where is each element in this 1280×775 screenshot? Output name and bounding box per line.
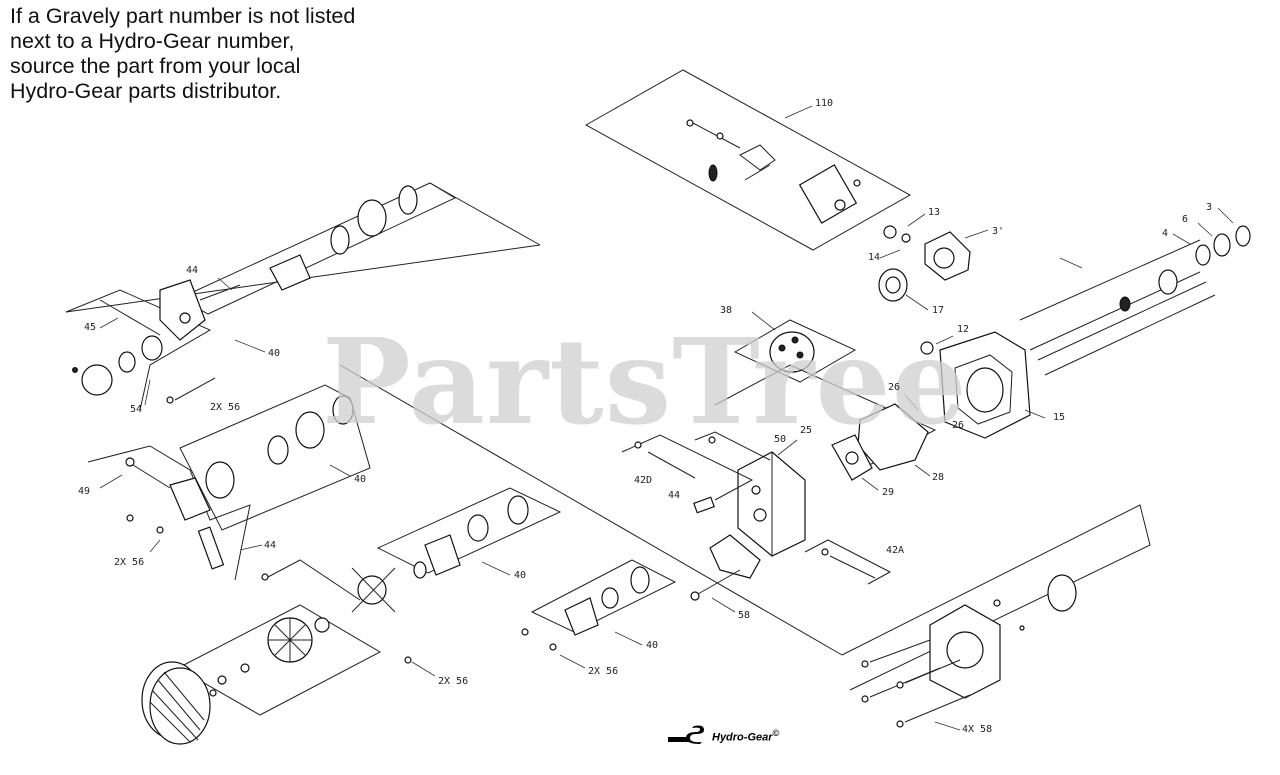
callout-6: 6 (1182, 214, 1189, 225)
motor-group-40-upper (178, 182, 457, 353)
input-shaft-assembly (1019, 207, 1251, 376)
callout-17: 17 (932, 305, 945, 316)
callout-14: 14 (868, 252, 881, 263)
callout-50: 50 (774, 434, 787, 445)
callout-110: 110 (815, 98, 834, 109)
hydro-gear-logo: Hydro-Gear© (668, 722, 808, 748)
fan-guard (141, 661, 217, 745)
note-line-2: next to a Hydro-Gear number, (10, 29, 295, 53)
bearing-17 (878, 268, 929, 311)
callout-2x56-fan: 2X 56 (438, 676, 469, 687)
callout-3-prime: 3' (992, 226, 1005, 237)
callout-58: 58 (738, 610, 751, 621)
note-line-3: source the part from your local (10, 54, 301, 78)
bracket-group-44-45 (65, 277, 241, 411)
hydro-gear-logo-mark (668, 725, 704, 744)
callout-2x56-upper: 2X 56 (210, 402, 241, 413)
valve-plate-29 (831, 434, 879, 491)
callout-44-center: 44 (668, 490, 681, 501)
center-section-25 (621, 431, 892, 585)
callout-29: 29 (882, 487, 895, 498)
motor-group-40-lower (521, 559, 677, 669)
motor-group-40-middle (179, 384, 371, 531)
callout-45: 45 (84, 322, 97, 333)
callout-2x56-lower: 2X 56 (588, 666, 619, 677)
callout-4: 4 (1162, 228, 1169, 239)
trunnion-cover-3 (924, 229, 989, 281)
callout-13: 13 (928, 207, 941, 218)
cooling-fan-assembly (176, 559, 436, 716)
callout-38: 38 (720, 305, 733, 316)
main-housing-15 (920, 331, 1046, 439)
note-line-1: If a Gravely part number is not listed (10, 4, 356, 28)
callout-49: 49 (78, 486, 91, 497)
callout-28: 28 (932, 472, 945, 483)
callout-26-upper: 26 (888, 382, 901, 393)
pivot-parts-13-14 (879, 213, 926, 259)
callout-44-lower: 44 (264, 540, 277, 551)
callout-54: 54 (130, 404, 143, 415)
callout-25: 25 (800, 425, 813, 436)
callout-15: 15 (1053, 412, 1066, 423)
sourcing-note: If a Gravely part number is not listed n… (10, 4, 430, 104)
callout-3: 3 (1206, 202, 1213, 213)
callout-40-center: 40 (514, 570, 527, 581)
note-line-4: Hydro-Gear parts distributor. (10, 79, 282, 103)
callout-2x56-left: 2X 56 (114, 557, 145, 568)
linkage-group-110 (584, 69, 912, 251)
end-cover-assembly (861, 574, 1077, 731)
callout-42a: 42A (886, 545, 905, 556)
callout-26-lower: 26 (952, 420, 965, 431)
motor-group-40-center (376, 487, 562, 579)
hydro-gear-logo-text: Hydro-Gear© (712, 728, 780, 744)
callout-40-middle: 40 (354, 474, 367, 485)
callout-44-upper: 44 (186, 265, 199, 276)
callout-12: 12 (957, 324, 970, 335)
bypass-plate-58 (690, 534, 761, 613)
callout-42d: 42D (634, 475, 653, 486)
bracket-group-49 (87, 445, 263, 581)
callout-40-upper: 40 (268, 348, 281, 359)
callout-40-lower: 40 (646, 640, 659, 651)
callout-4x58: 4X 58 (962, 724, 993, 735)
